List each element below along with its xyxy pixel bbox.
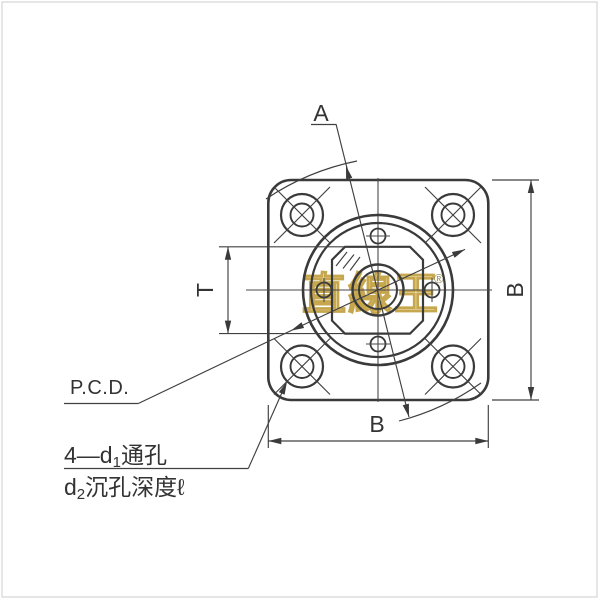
corner-hole-bottom-right xyxy=(424,338,482,395)
dim-b-right-arrowhead-bottom xyxy=(527,387,535,400)
hole-callout-line1: 4—d1通孔 xyxy=(64,442,167,471)
dim-t-arrowhead-top xyxy=(224,246,232,260)
dim-a-label: A xyxy=(313,100,329,126)
dimension-t: T xyxy=(192,246,344,335)
pcd-arrowhead-upper xyxy=(451,249,465,258)
cardinal-hole-left xyxy=(315,278,333,302)
watermark-registered-icon: ® xyxy=(434,271,444,286)
pcd-arrowhead-lower xyxy=(291,322,305,331)
dim-a-arrowhead-bottom xyxy=(402,403,409,417)
dim-b-bottom-arrowhead-right xyxy=(475,437,489,445)
watermark: 直線王 ® xyxy=(301,269,444,319)
corner-hole-top-left xyxy=(273,186,331,244)
pcd-diameter-line xyxy=(290,248,466,332)
bore-outer-circle xyxy=(351,263,405,317)
hole-callout: 4—d1通孔 d2沉孔深度ℓ xyxy=(64,381,287,503)
dim-b-right-label: B xyxy=(502,282,528,297)
dim-a-arrowhead-top xyxy=(346,166,353,180)
center-bore xyxy=(351,263,405,317)
watermark-text: 直線王 xyxy=(302,270,440,319)
boss-outer-circle xyxy=(301,213,455,367)
dim-b-right-arrowhead-top xyxy=(527,180,535,193)
dim-t-arrowhead-bottom xyxy=(224,320,232,334)
dimension-a: A xyxy=(265,100,482,422)
pilot-square-outline xyxy=(330,245,425,335)
corner-hole-bottom-left xyxy=(273,338,331,395)
dim-t-label: T xyxy=(192,283,218,297)
cardinal-holes xyxy=(315,227,441,353)
hole-callout-arrowhead xyxy=(278,381,287,395)
dimension-pcd: P.C.D. xyxy=(64,248,466,405)
center-boss xyxy=(301,213,455,367)
pcd-label: P.C.D. xyxy=(70,377,129,399)
surface-hatch-marks xyxy=(335,251,361,271)
hole-callout-line2: d2沉孔深度ℓ xyxy=(64,474,185,503)
cardinal-hole-right xyxy=(423,278,441,302)
pcd-leader-line xyxy=(138,330,292,405)
dimension-b-bottom: B xyxy=(267,405,489,448)
bore-inner-circle xyxy=(358,270,398,310)
dim-b-bottom-arrowhead-left xyxy=(268,437,282,445)
dim-a-arc-bottom xyxy=(398,382,482,422)
dim-a-arc-top xyxy=(265,160,358,200)
pilot-square xyxy=(330,245,425,335)
cardinal-hole-bottom xyxy=(366,335,390,353)
boss-inner-circle xyxy=(309,221,447,359)
dimension-b-right: B xyxy=(492,179,539,401)
hole-callout-leader xyxy=(247,387,285,469)
corner-hole-top-right xyxy=(424,186,482,244)
corner-holes xyxy=(273,186,482,395)
dim-b-bottom-label: B xyxy=(369,411,384,437)
cardinal-hole-top xyxy=(366,227,390,245)
